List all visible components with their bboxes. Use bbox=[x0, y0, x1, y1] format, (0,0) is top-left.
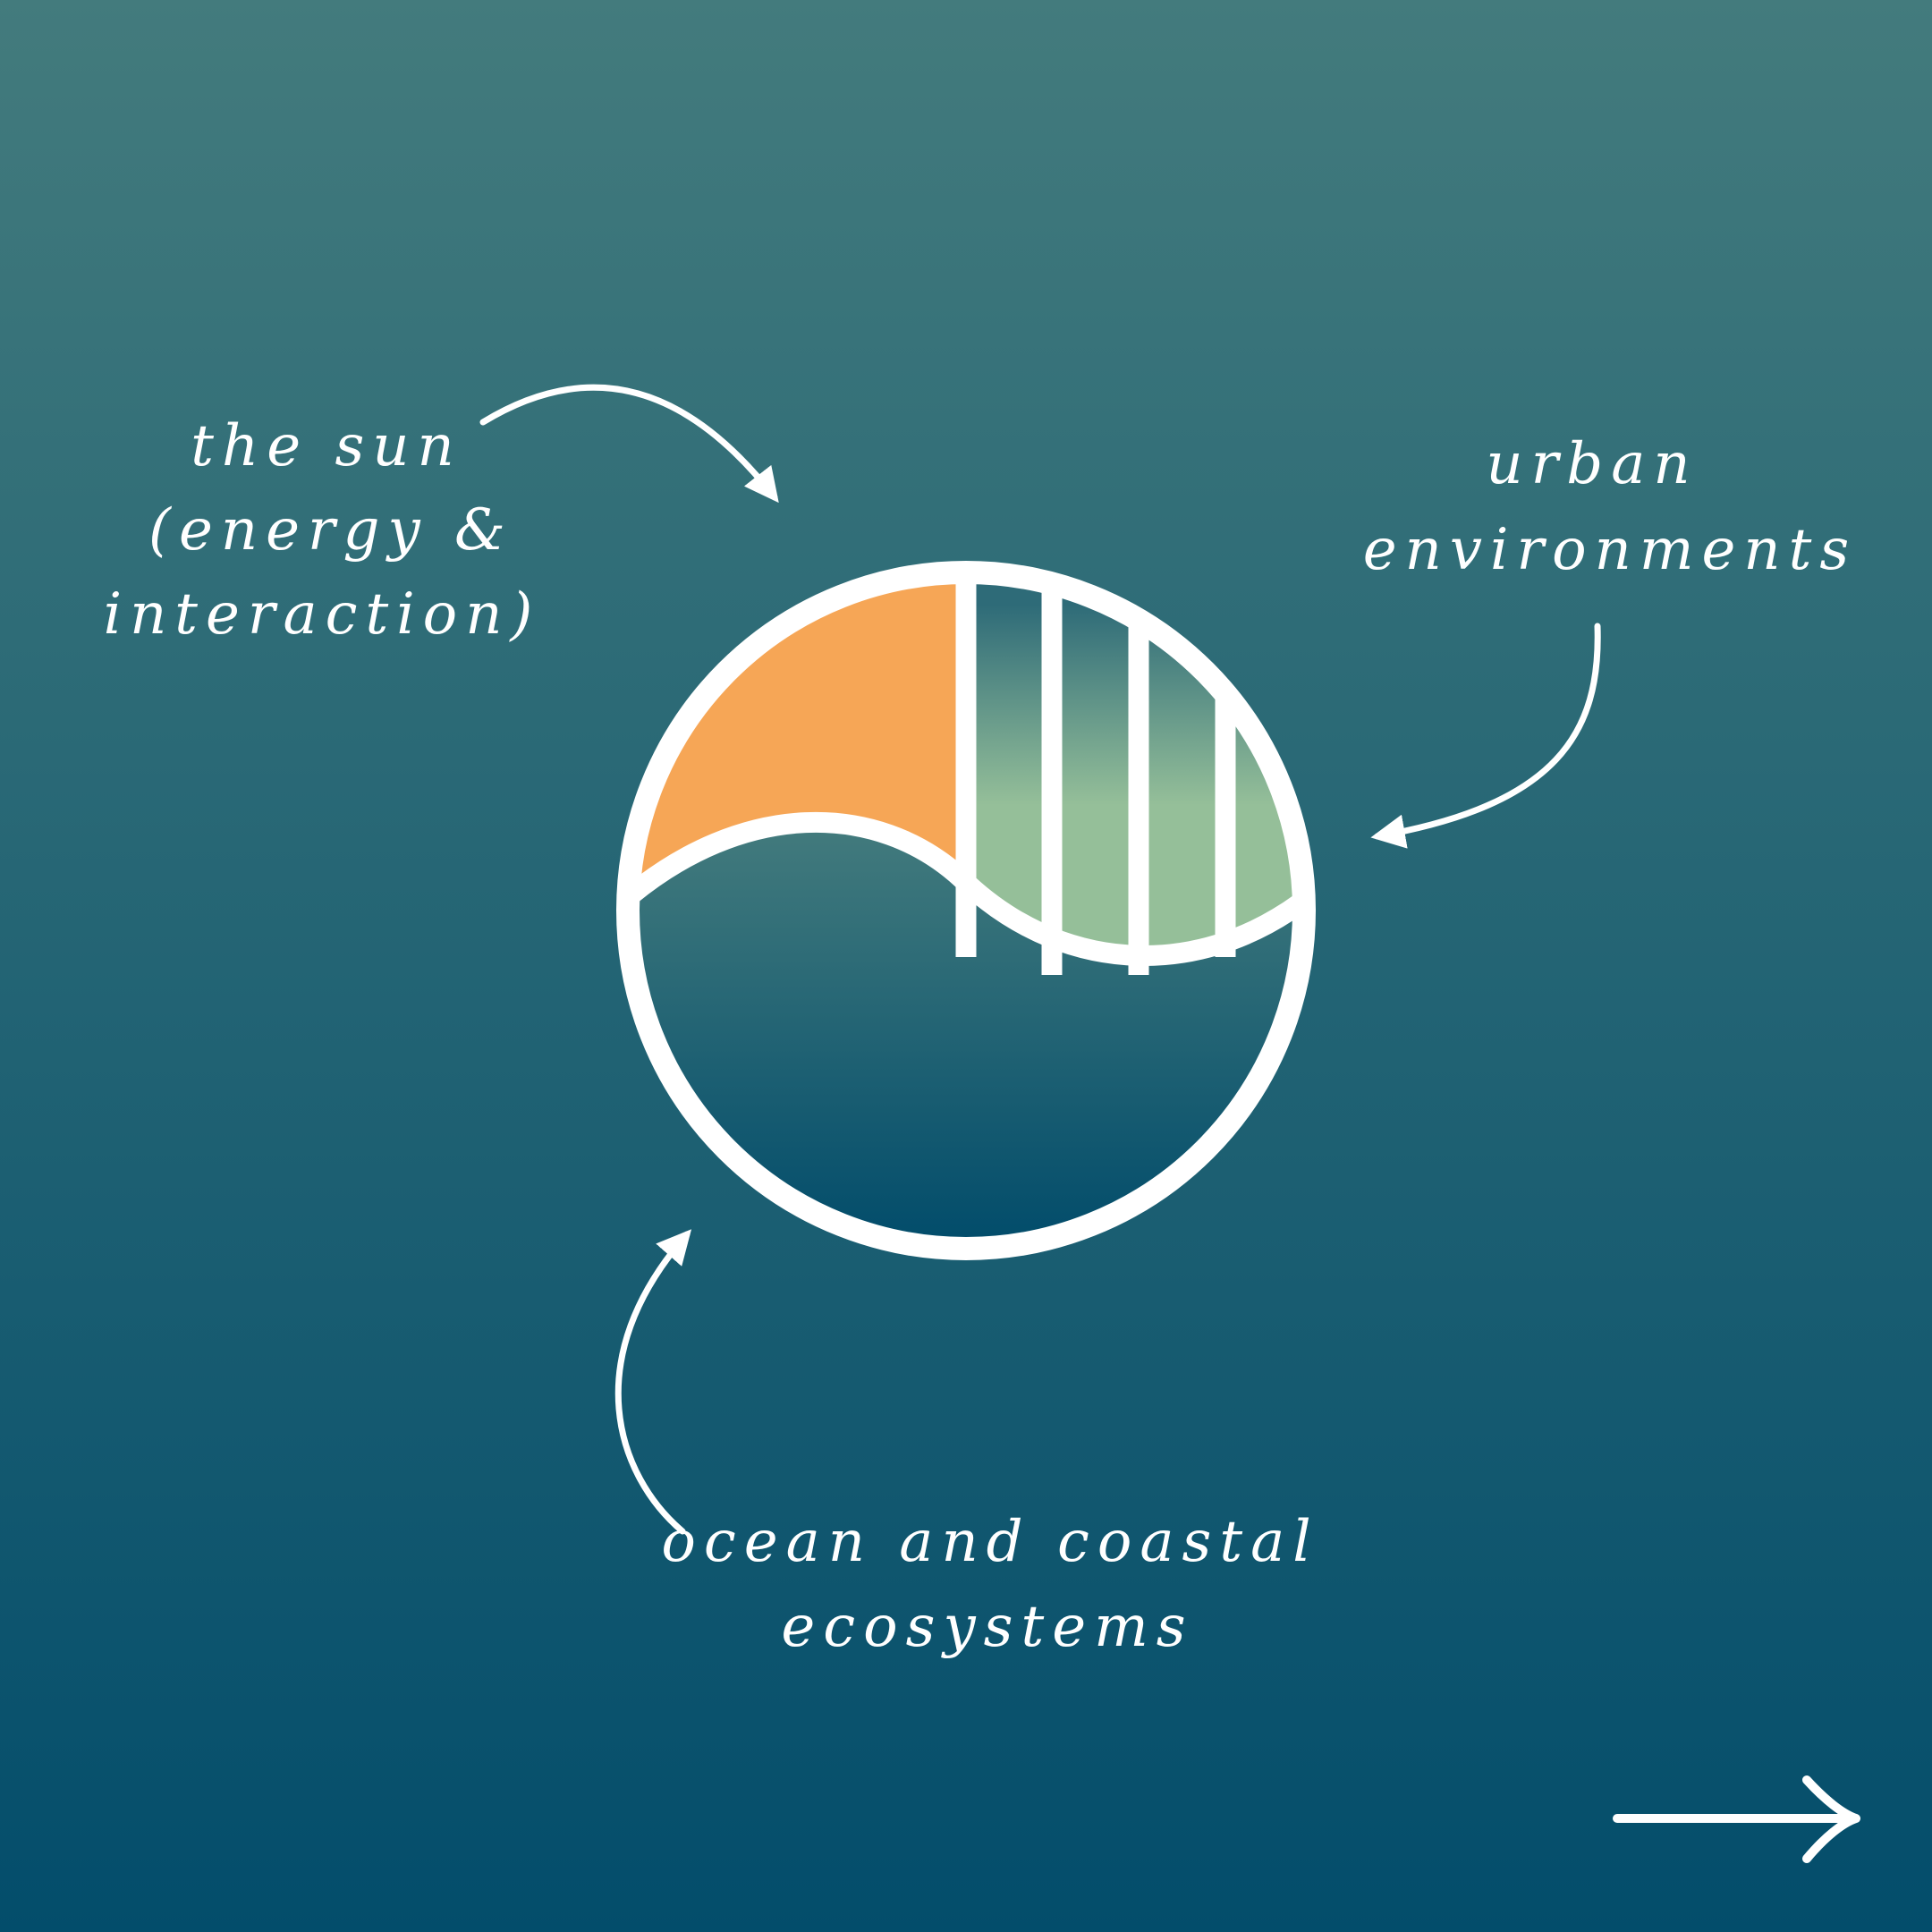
wave-line bbox=[638, 811, 1294, 966]
arrow-right-icon[interactable] bbox=[1613, 1775, 1860, 1863]
ocean-segment bbox=[638, 822, 1294, 1239]
sun-city-ocean-circle-icon bbox=[616, 561, 1316, 1260]
urban-label: urban environments bbox=[1363, 431, 1857, 583]
sun-arrow bbox=[479, 384, 779, 504]
urban-label-line-2: environments bbox=[1363, 517, 1857, 583]
ocean-label-line-1: ocean and coastal bbox=[661, 1509, 1318, 1575]
ocean-label: ocean and coastal ecosystems bbox=[661, 1509, 1318, 1660]
ocean-arrow bbox=[614, 1229, 692, 1535]
urban-arrow bbox=[1370, 623, 1601, 849]
emblem-ring bbox=[616, 561, 1316, 1260]
urban-label-line-1: urban bbox=[1486, 431, 1698, 497]
sun-label: the sun (energy & interaction) bbox=[104, 413, 541, 648]
sun-label-line-2: (energy & bbox=[148, 497, 513, 564]
sun-label-line-1: the sun bbox=[191, 413, 462, 479]
sun-label-line-3: interaction) bbox=[104, 581, 541, 648]
ocean-label-line-2: ecosystems bbox=[781, 1594, 1193, 1660]
